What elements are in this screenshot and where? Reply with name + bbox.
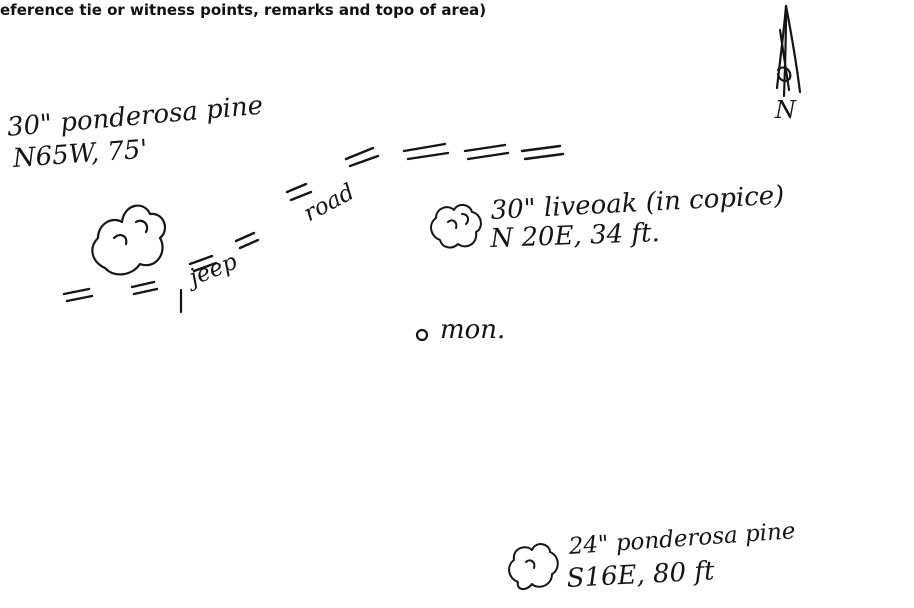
jeep-road-line	[62, 142, 565, 303]
monument-marker-icon	[415, 328, 429, 342]
north-arrow-icon	[775, 4, 802, 98]
monument-label: mon.	[440, 315, 506, 345]
tree-symbol-3-icon	[508, 543, 559, 590]
form-instructions-header: eference tie or witness points, remarks …	[0, 1, 487, 19]
tree-2-label-bearing: N 20E, 34 ft.	[489, 218, 661, 254]
tree-symbol-2-icon	[430, 204, 482, 249]
tree-symbol-1-icon	[91, 204, 167, 276]
north-label: N	[774, 96, 797, 124]
